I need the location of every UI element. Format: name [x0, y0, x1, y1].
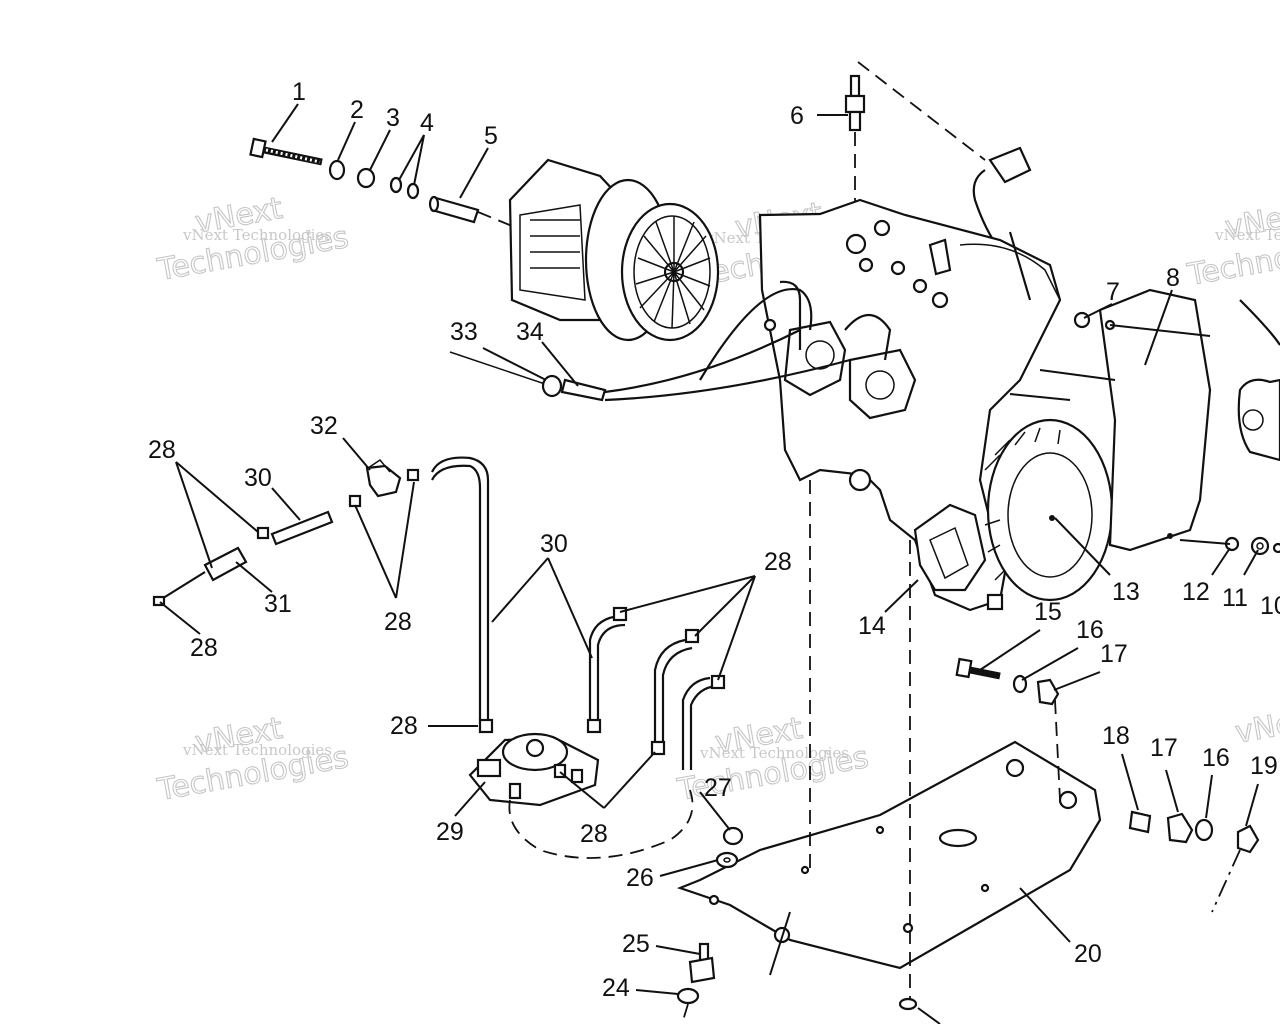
callout-16: 16: [1202, 744, 1230, 772]
hose-clamp-part-28: [152, 468, 420, 607]
bolt-part-1: [249, 137, 323, 166]
spark-plug-part-6: [844, 74, 866, 132]
stud-part-25: [688, 942, 716, 984]
watermark-text: vNext Technologies: [182, 741, 332, 759]
callout-17: 17: [1150, 734, 1178, 762]
washer-part-26: [715, 851, 739, 869]
engine-block: [758, 198, 1062, 612]
fan-shroud-part-13: [984, 418, 1114, 602]
fastener: [898, 997, 918, 1011]
callout-26: 26: [626, 864, 654, 892]
svg-text:vNext: vNext: [1233, 701, 1280, 751]
callout-28: 28: [384, 608, 412, 636]
watermark-text: vNext Technologies: [1214, 226, 1280, 244]
callout-labels: 1 2 3 4 5 6 7 8 10 11 12 13 14 15 16 17 …: [148, 78, 1280, 1002]
dash-leader: [477, 211, 513, 227]
dash-leader: [857, 61, 986, 161]
callout-3: 3: [386, 104, 400, 132]
callout-20: 20: [1074, 940, 1102, 968]
dash-leader: [681, 1003, 689, 1024]
washer-part-11: [1250, 536, 1270, 556]
callout-17: 17: [1100, 640, 1128, 668]
callout-33: 33: [450, 318, 478, 346]
spacer-part-18: [1128, 810, 1152, 834]
leader-lines: [159, 103, 1259, 995]
callout-28: 28: [148, 436, 176, 464]
callout-25: 25: [622, 930, 650, 958]
callout-11: 11: [1222, 584, 1248, 612]
callout-27: 27: [704, 774, 732, 802]
callout-5: 5: [484, 122, 498, 150]
callout-7: 7: [1106, 278, 1120, 306]
watermark-text: vNext Technologies: [699, 744, 849, 762]
callout-12: 12: [1182, 578, 1210, 606]
watermark-bottom-right: vNext: [1232, 700, 1280, 751]
starter-motor: [1237, 299, 1280, 462]
drive-clutch: [508, 158, 720, 342]
callout-28: 28: [764, 548, 792, 576]
spacer-part-5: [428, 195, 480, 224]
callout-6: 6: [790, 102, 804, 130]
callout-24: 24: [602, 974, 630, 1002]
isolator-part-17: [1036, 678, 1060, 706]
callout-16: 16: [1076, 616, 1104, 644]
washer-part-16b: [1194, 818, 1214, 842]
callout-29: 29: [436, 818, 464, 846]
isolator-part-17b: [1166, 812, 1194, 844]
callout-13: 13: [1112, 578, 1140, 606]
callout-10: 10: [1260, 592, 1280, 620]
bolt-part-15: [955, 657, 1001, 680]
callout-2: 2: [350, 96, 364, 124]
fuel-pump-part-29: [468, 732, 600, 807]
callout-1: 1: [292, 78, 306, 106]
throttle-cable-part-33-34: [449, 288, 892, 402]
callout-28: 28: [390, 712, 418, 740]
o-rings-part-4: [389, 176, 420, 200]
dash-leader: [769, 911, 791, 976]
washer-part-24: [676, 987, 700, 1005]
recoil-handle-part-14: [913, 503, 1004, 611]
watermark-text: vNext Technologies: [182, 226, 332, 244]
fuel-valve-part-32: [365, 459, 402, 498]
callout-34: 34: [516, 318, 544, 346]
callout-28: 28: [190, 634, 218, 662]
lock-washer-part-3: [356, 167, 376, 189]
fuel-hose-part-30: [431, 456, 490, 720]
callout-32: 32: [310, 412, 338, 440]
callout-14: 14: [858, 612, 886, 640]
pulse-hoses: [478, 606, 726, 770]
washer-part-2: [328, 159, 346, 181]
nut-part-27: [722, 826, 744, 846]
callout-4: 4: [420, 109, 434, 137]
callout-19: 19: [1250, 752, 1278, 780]
callout-30: 30: [244, 464, 272, 492]
dash-leader: [1054, 699, 1061, 801]
fuel-line-part-30: [270, 510, 334, 546]
callout-8: 8: [1166, 264, 1180, 292]
callout-30: 30: [540, 530, 568, 558]
callout-15: 15: [1034, 598, 1062, 626]
bracket-part-8: [1098, 288, 1212, 552]
callout-18: 18: [1102, 722, 1130, 750]
nut-part-19: [1236, 824, 1260, 854]
nut-part-7: [1073, 311, 1091, 329]
dash-leader: [508, 789, 694, 859]
engine-plate-part-20: [676, 740, 1102, 970]
callout-28: 28: [580, 820, 608, 848]
dash-leader: [1211, 849, 1241, 913]
fuel-filter-part-31: [159, 546, 248, 601]
callout-31: 31: [264, 590, 292, 618]
